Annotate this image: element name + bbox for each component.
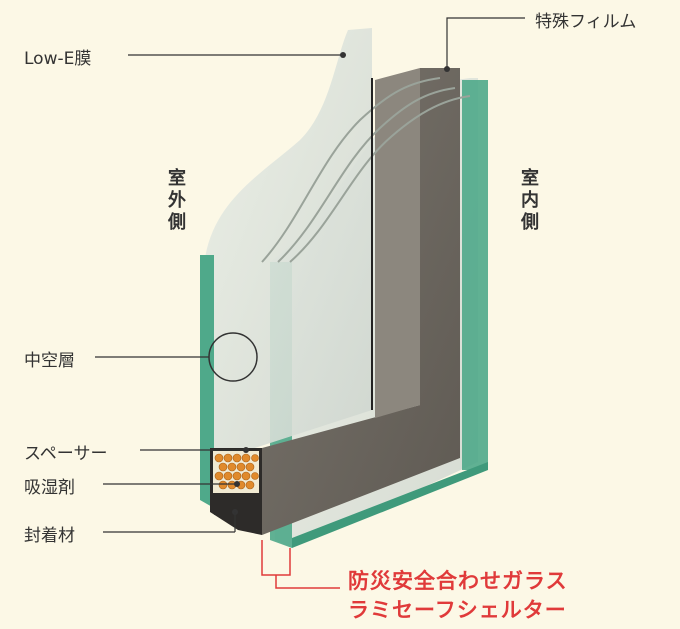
special-film-label: 特殊フィルム: [535, 12, 637, 32]
sealant: [210, 496, 262, 535]
product-bracket: [261, 540, 340, 589]
sealant-label: 封着材: [24, 526, 75, 546]
product-name-line1: 防災安全合わせガラス: [348, 569, 568, 593]
spacer-assembly: [210, 448, 262, 535]
inner-frame: [262, 68, 460, 535]
leader-lines: [95, 17, 525, 533]
outdoor-side-label: 室外側: [168, 168, 186, 233]
film-curves: [261, 77, 471, 410]
desiccant-label: 吸湿剤: [24, 478, 75, 498]
product-name-line2: ラミセーフシェルター: [348, 598, 567, 622]
spacer-label: スペーサー: [24, 444, 108, 464]
hollow-layer-label: 中空層: [24, 351, 75, 371]
low-e-film-label: Low-E膜: [24, 49, 92, 69]
indoor-side-label: 室内側: [521, 168, 539, 233]
